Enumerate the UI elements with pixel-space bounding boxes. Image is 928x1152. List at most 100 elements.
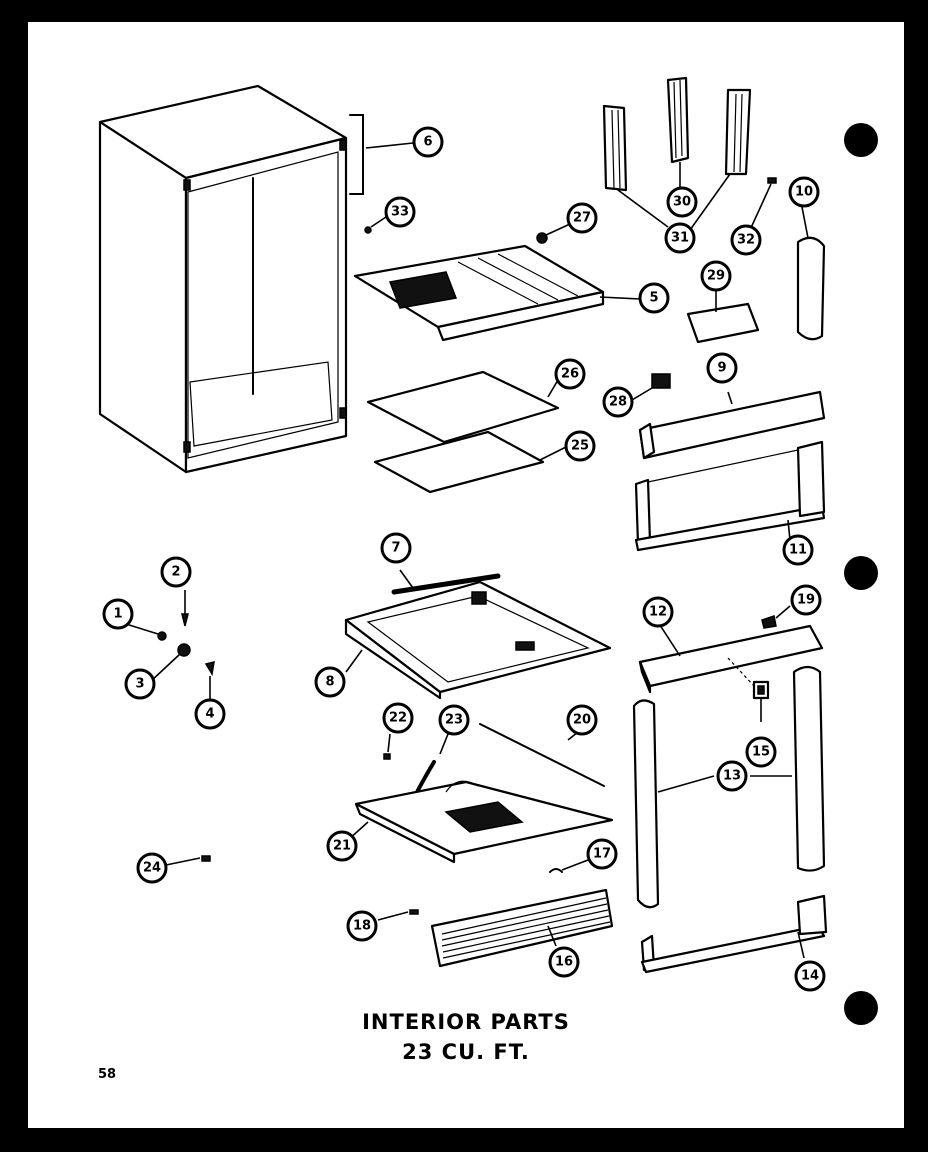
part-9-door-shelf bbox=[638, 390, 826, 460]
diagram-title-line-1: INTERIOR PARTS bbox=[362, 1010, 570, 1034]
callout-22: 22 bbox=[382, 702, 414, 734]
callout-21: 21 bbox=[326, 830, 358, 862]
callout-label: 24 bbox=[143, 861, 161, 876]
part-14-door-bin-lower bbox=[640, 894, 828, 974]
part-17-clip bbox=[549, 859, 589, 873]
part-26-crisper-cover bbox=[366, 370, 560, 444]
callout-label: 6 bbox=[423, 135, 432, 150]
callout-label: 25 bbox=[571, 439, 589, 454]
page-number: 58 bbox=[98, 1067, 117, 1082]
callout-label: 9 bbox=[717, 361, 726, 376]
callout-18: 18 bbox=[346, 910, 378, 942]
part-21-crisper-cover-lower bbox=[347, 780, 614, 864]
part-2-pin bbox=[181, 590, 189, 627]
part-19-clip bbox=[761, 605, 791, 629]
part-13-door-liner-right bbox=[792, 665, 826, 872]
callout-label: 3 bbox=[135, 677, 144, 692]
callout-label: 13 bbox=[723, 769, 741, 784]
callout-29: 29 bbox=[700, 260, 732, 292]
part-7-gasket-strip bbox=[391, 569, 501, 595]
callout-label: 8 bbox=[325, 675, 334, 690]
callout-label: 27 bbox=[573, 211, 591, 226]
exploded-parts-diagram: 1234567891011121314151617181920212223242… bbox=[98, 76, 828, 992]
part-24-screw bbox=[165, 855, 211, 866]
part-3-knob bbox=[149, 643, 191, 683]
part-1-nut bbox=[125, 623, 167, 641]
callout-33: 33 bbox=[384, 196, 416, 228]
callout-label: 28 bbox=[609, 395, 627, 410]
callout-label: 20 bbox=[573, 713, 591, 728]
callout-label: 12 bbox=[649, 605, 667, 620]
callout-14: 14 bbox=[794, 960, 826, 992]
part-11-door-bin bbox=[634, 440, 826, 552]
part-32-screw bbox=[749, 177, 777, 231]
callout-13: 13 bbox=[716, 760, 748, 792]
callout-5: 5 bbox=[638, 282, 670, 314]
callout-label: 22 bbox=[389, 711, 407, 726]
callout-11: 11 bbox=[782, 534, 814, 566]
part-30-trim-strip bbox=[666, 76, 690, 187]
callout-25: 25 bbox=[564, 430, 596, 462]
callout-19: 19 bbox=[790, 584, 822, 616]
callout-20: 20 bbox=[566, 704, 598, 736]
part-18-pin bbox=[377, 909, 419, 921]
callout-label: 31 bbox=[671, 231, 689, 246]
callout-9: 9 bbox=[706, 352, 738, 384]
part-31-trim-strip-left bbox=[602, 104, 669, 228]
callout-label: 10 bbox=[795, 185, 813, 200]
callout-26: 26 bbox=[554, 358, 586, 390]
callout-label: 4 bbox=[205, 707, 214, 722]
part-8-crisper-frame bbox=[344, 580, 612, 700]
callout-10: 10 bbox=[788, 176, 820, 208]
part-22-screw bbox=[383, 733, 391, 760]
part-5-top-panel bbox=[353, 216, 641, 342]
callout-label: 30 bbox=[673, 195, 691, 210]
callout-24: 24 bbox=[136, 852, 168, 884]
callout-7: 7 bbox=[380, 532, 412, 564]
callout-label: 19 bbox=[797, 593, 815, 608]
diagram-title-line-2: 23 CU. FT. bbox=[402, 1040, 530, 1064]
callout-16: 16 bbox=[548, 946, 580, 978]
part-29-block bbox=[686, 287, 760, 344]
binder-hole-top bbox=[844, 123, 878, 157]
part-15-bracket bbox=[727, 657, 770, 722]
callout-label: 29 bbox=[707, 269, 725, 284]
callout-8: 8 bbox=[314, 666, 346, 698]
callout-label: 32 bbox=[737, 233, 755, 248]
callout-15: 15 bbox=[745, 736, 777, 768]
part-12-door-shelf-upper bbox=[638, 621, 824, 694]
callout-label: 7 bbox=[391, 541, 400, 556]
callout-23: 23 bbox=[438, 704, 470, 736]
part-31-trim-strip-right bbox=[689, 88, 752, 231]
cabinet-shell bbox=[98, 84, 348, 474]
callout-label: 18 bbox=[353, 919, 371, 934]
part-13-leader-left bbox=[657, 775, 715, 793]
callout-17: 17 bbox=[586, 838, 618, 870]
callout-label: 1 bbox=[113, 607, 122, 622]
callout-label: 16 bbox=[555, 955, 573, 970]
callout-4: 4 bbox=[194, 698, 226, 730]
callout-label: 14 bbox=[801, 969, 819, 984]
binder-hole-bottom bbox=[844, 991, 878, 1025]
callout-28: 28 bbox=[602, 386, 634, 418]
callout-label: 5 bbox=[649, 291, 658, 306]
binder-hole-middle bbox=[844, 556, 878, 590]
part-4-clip bbox=[204, 660, 215, 700]
part-10-end-cap bbox=[796, 206, 826, 341]
callout-label: 15 bbox=[752, 745, 770, 760]
callout-label: 2 bbox=[171, 565, 180, 580]
callout-label: 33 bbox=[391, 205, 409, 220]
part-28-latch bbox=[631, 373, 671, 401]
part-6-channel bbox=[349, 114, 414, 195]
callout-label: 21 bbox=[333, 839, 351, 854]
part-25-glass-shelf bbox=[373, 430, 569, 494]
callout-label: 11 bbox=[789, 543, 807, 558]
callout-label: 26 bbox=[561, 367, 579, 382]
callout-32: 32 bbox=[730, 224, 762, 256]
callout-27: 27 bbox=[566, 202, 598, 234]
callout-31: 31 bbox=[664, 222, 696, 254]
part-13-door-liner-left bbox=[632, 699, 660, 909]
callout-6: 6 bbox=[412, 126, 444, 158]
